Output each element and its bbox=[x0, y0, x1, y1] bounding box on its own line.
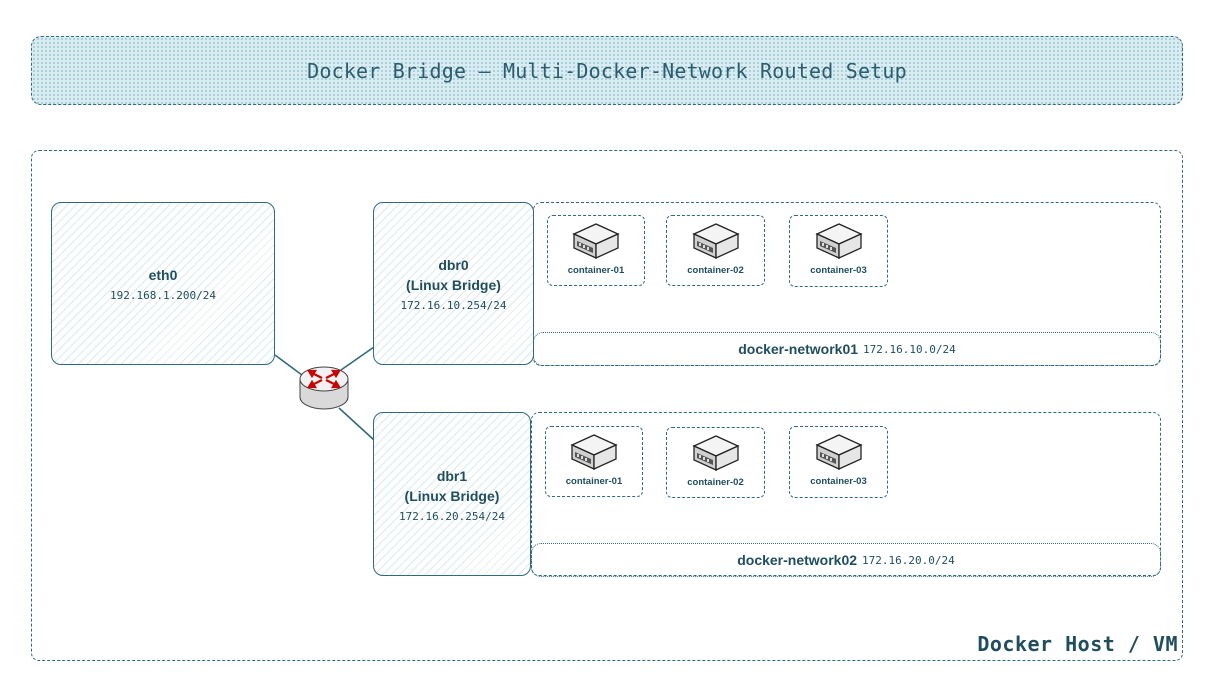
server-icon bbox=[570, 434, 618, 471]
docker-host-label: Docker Host / VM bbox=[977, 632, 1178, 656]
title-banner bbox=[31, 36, 1183, 105]
diagram-title: Docker Bridge – Multi-Docker-Network Rou… bbox=[307, 58, 907, 83]
server-icon bbox=[691, 223, 740, 260]
container-label: container-03 bbox=[810, 265, 867, 276]
container-label: container-01 bbox=[565, 476, 623, 487]
dbr1-name: dbr1 bbox=[436, 467, 468, 484]
server-icon bbox=[572, 223, 620, 260]
server-icon bbox=[814, 223, 863, 260]
container-label: container-02 bbox=[687, 265, 744, 276]
container-card[interactable]: container-03 bbox=[789, 215, 888, 287]
network-name: docker-network02 bbox=[737, 552, 858, 568]
eth0-ip: 192.168.1.200/24 bbox=[110, 289, 216, 302]
docker-network02-area bbox=[531, 412, 1161, 576]
network-subnet: 172.16.20.0/24 bbox=[862, 553, 955, 567]
network-name: docker-network01 bbox=[738, 341, 859, 357]
network-subnet: 172.16.10.0/24 bbox=[863, 342, 956, 356]
eth0-interface[interactable]: eth0 192.168.1.200/24 bbox=[51, 202, 275, 365]
router-icon[interactable] bbox=[298, 363, 350, 413]
dbr0-type: (Linux Bridge) bbox=[406, 277, 501, 293]
eth0-name: eth0 bbox=[148, 267, 178, 283]
container-card[interactable]: container-02 bbox=[666, 427, 765, 498]
dbr1-bridge[interactable]: dbr1 (Linux Bridge) 172.16.20.254/24 bbox=[373, 412, 531, 576]
dbr1-type: (Linux Bridge) bbox=[404, 487, 500, 504]
server-icon bbox=[691, 435, 740, 472]
dbr0-name: dbr0 bbox=[438, 257, 469, 273]
container-card[interactable]: container-02 bbox=[666, 215, 765, 286]
dbr0-ip: 172.16.10.254/24 bbox=[400, 299, 507, 312]
container-card[interactable]: container-01 bbox=[545, 426, 643, 497]
dbr1-ip: 172.16.20.254/24 bbox=[399, 509, 505, 523]
docker-host-area bbox=[31, 150, 1183, 661]
container-label: container-03 bbox=[810, 476, 867, 487]
container-card[interactable]: container-01 bbox=[547, 215, 645, 286]
docker-network01-bar[interactable]: docker-network01 172.16.10.0/24 bbox=[533, 332, 1161, 366]
container-card[interactable]: container-03 bbox=[789, 426, 888, 498]
container-label: container-02 bbox=[687, 477, 744, 488]
dbr0-bridge[interactable]: dbr0 (Linux Bridge) 172.16.10.254/24 bbox=[373, 202, 534, 365]
container-label: container-01 bbox=[567, 265, 625, 276]
docker-network02-bar[interactable]: docker-network02 172.16.20.0/24 bbox=[531, 543, 1161, 577]
server-icon bbox=[814, 434, 863, 471]
